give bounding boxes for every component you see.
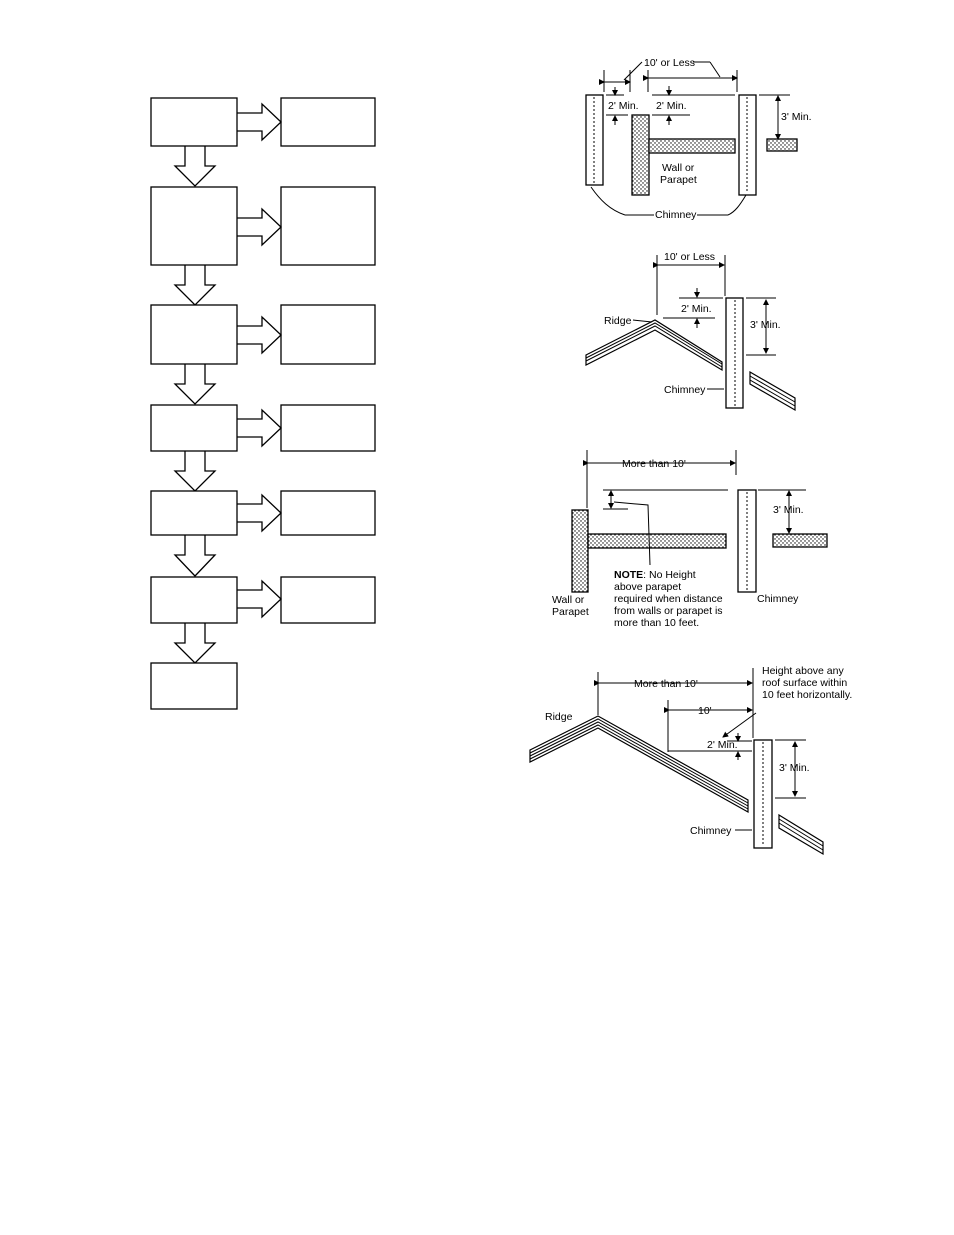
note-text: NOTE: No Height: [614, 569, 696, 581]
height-note: 10 feet horizontally.: [762, 689, 852, 701]
dim-label: 2' Min.: [681, 303, 712, 315]
dim-label: 2' Min.: [656, 100, 687, 112]
flowchart: [150, 97, 376, 710]
arrow-down-icon: [173, 265, 217, 306]
ridge-label: Ridge: [604, 315, 632, 327]
wall-parapet: [631, 114, 650, 196]
dim-label: 3' Min.: [779, 762, 810, 774]
dim-label: 10': [698, 705, 712, 717]
ridge-label: Ridge: [545, 711, 573, 723]
flow-side-2: [280, 186, 376, 266]
dim-label: 3' Min.: [750, 319, 781, 331]
arrow-down-icon: [173, 623, 217, 664]
dim-label: More than 10': [634, 678, 698, 690]
roof-slab: [648, 138, 736, 154]
dim-label: More than 10': [622, 458, 686, 470]
chimney-label: Chimney: [690, 825, 732, 837]
arrow-down-icon: [173, 364, 217, 405]
roof-right: [778, 813, 824, 856]
arrow-right-icon: [237, 102, 282, 142]
dim-label: 3' Min.: [781, 111, 812, 123]
arrow-right-icon: [237, 579, 282, 619]
diagram-wall-more-than-10ft: More than 10' 3' Min. NOTE: No Height ab…: [552, 450, 828, 629]
flow-step-5: [150, 490, 238, 536]
note-line: more than 10 feet.: [614, 617, 699, 629]
chimney-label: Chimney: [655, 209, 697, 221]
flow-step-4: [150, 404, 238, 452]
diagram-ridge-10ft-or-less: 10' or Less 2' Min. 3' Min. Ridge Chimne…: [585, 251, 796, 412]
arrow-down-icon: [173, 146, 217, 187]
flow-step-6: [150, 576, 238, 624]
roof-slab: [587, 533, 727, 549]
dim-label: 10' or Less: [664, 251, 715, 263]
chimney-label: Chimney: [757, 593, 799, 605]
dim-label: 2' Min.: [707, 739, 738, 751]
roof-slab-right: [772, 533, 828, 548]
flow-side-5: [280, 490, 376, 536]
arrow-right-icon: [237, 493, 282, 533]
roof-ridge: [585, 319, 723, 372]
dim-label: 10' or Less: [644, 57, 695, 69]
dim-label: 3' Min.: [773, 504, 804, 516]
arrow-down-icon: [173, 451, 217, 492]
flow-side-3: [280, 304, 376, 365]
arrow-down-icon: [173, 535, 217, 577]
note-line: : No Height: [643, 569, 696, 581]
flow-step-1: [150, 97, 238, 147]
dim-label: 2' Min.: [608, 100, 639, 112]
roof-right: [749, 370, 796, 412]
height-note: roof surface within: [762, 677, 847, 689]
wall-label: Wall or: [552, 594, 585, 606]
height-note: Height above any: [762, 665, 844, 677]
flow-step-3: [150, 304, 238, 365]
wall-label: Wall or: [662, 162, 695, 174]
arrow-right-icon: [237, 408, 282, 448]
wall-label: Parapet: [552, 606, 589, 618]
diagram-wall-10ft-or-less: 10' or Less 2' Min. 2' Min. 3' Min. Wall…: [585, 57, 812, 221]
chimney-label: Chimney: [664, 384, 706, 396]
flow-side-6: [280, 576, 376, 624]
flow-side-1: [280, 97, 376, 147]
note-bold: NOTE: [614, 569, 643, 581]
arrow-right-icon: [237, 207, 282, 247]
roof-ridge: [529, 715, 749, 814]
note-line: above parapet: [614, 581, 681, 593]
flow-side-4: [280, 404, 376, 452]
wall-label: Parapet: [660, 174, 697, 186]
note-line: from walls or parapet is: [614, 605, 723, 617]
wall-parapet: [571, 509, 589, 593]
chimney-left: [585, 94, 604, 186]
flow-step-2: [150, 186, 238, 266]
roof-slab-right: [766, 138, 798, 152]
arrow-right-icon: [237, 315, 282, 355]
flow-step-7: [150, 662, 238, 710]
diagram-ridge-more-than-10ft: Height above any roof surface within 10 …: [529, 665, 852, 856]
note-line: required when distance: [614, 593, 723, 605]
